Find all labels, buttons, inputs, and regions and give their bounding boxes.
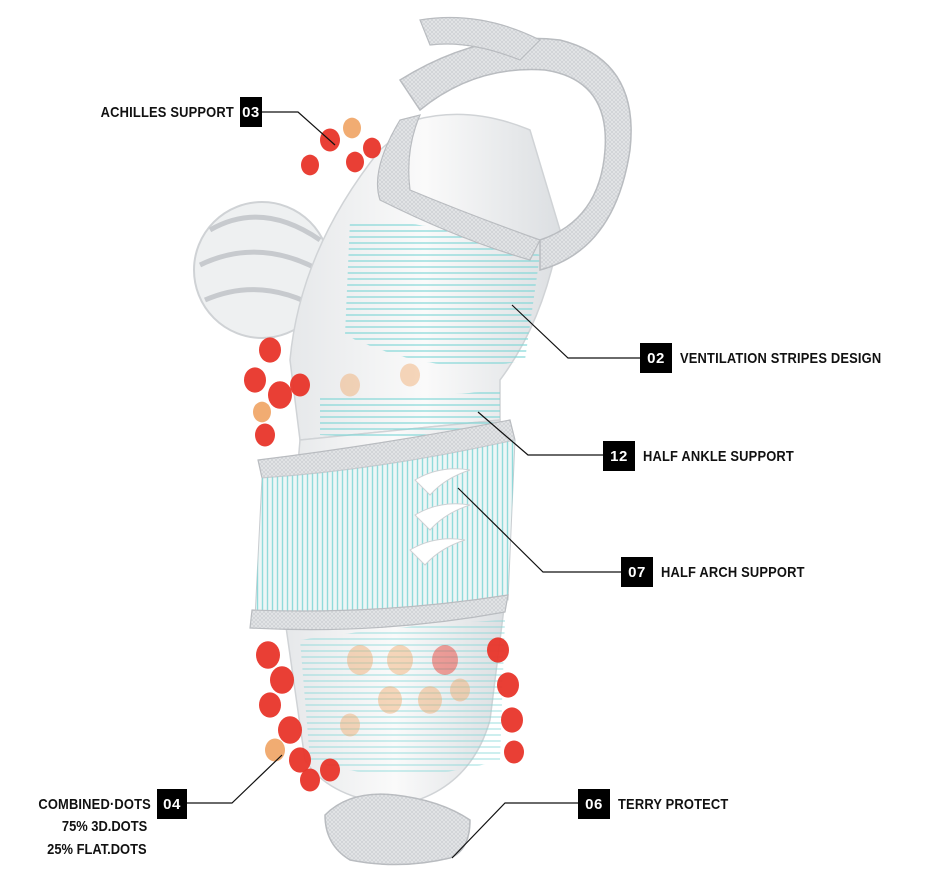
support-dot [432,645,458,675]
support-dot [501,707,523,733]
callout-half-arch: 07 HALF ARCH SUPPORT [621,557,828,587]
callout-badge: 04 [156,789,187,819]
leader-line-12 [477,411,603,456]
support-dot [270,666,294,694]
callout-label: VENTILATION STRIPES DESIGN [680,349,882,367]
support-dot [278,716,302,744]
support-dot [301,154,319,176]
brand-chevrons-icon [409,468,471,566]
support-dot [400,363,420,387]
toe-cap [324,793,471,866]
support-dot [259,692,281,718]
support-dot [346,151,364,173]
support-dot [265,738,285,762]
callout-badge: 03 [239,97,262,127]
callout-ventilation: 02 VENTILATION STRIPES DESIGN [640,343,914,373]
callout-label: HALF ARCH SUPPORT [661,563,805,581]
leader-line-02 [511,304,640,359]
leader-line-04 [187,754,283,804]
support-dot [347,645,373,675]
callout-badge: 12 [603,441,635,471]
support-dot [418,686,442,714]
ventilation-stripes [345,220,540,367]
callout-subline: 75% 3D.DOTS [61,818,147,835]
support-dot [378,686,402,714]
support-dot [450,678,470,702]
support-dot [259,337,281,363]
support-dot [289,747,311,773]
callout-label: HALF ANKLE SUPPORT [643,447,794,465]
support-dot [340,713,360,737]
leader-line-07 [457,487,621,573]
callout-achilles: ACHILLES SUPPORT 03 [79,97,262,127]
support-dot [343,117,361,139]
support-dot [300,768,320,792]
callout-half-ankle: 12 HALF ANKLE SUPPORT [603,441,819,471]
callout-label: ACHILLES SUPPORT [100,103,234,121]
callout-label: COMBINED·DOTS [38,795,151,813]
support-dot [320,758,340,782]
combined-dots [244,117,524,792]
support-dot [268,381,292,409]
support-dot [340,373,360,397]
leader-line-06 [451,802,578,859]
callout-subline: 25% FLAT.DOTS [47,841,147,858]
support-dot [363,137,381,159]
ankle-band [249,419,516,631]
support-dot [253,401,271,423]
support-dot [497,672,519,698]
support-dot [256,641,280,669]
callout-combined-dots: COMBINED·DOTS 04 [20,789,187,819]
top-spiral-band [376,16,632,271]
callout-badge: 07 [621,557,653,587]
support-dot [244,367,266,393]
leader-line-03 [262,111,336,146]
support-dot [504,740,524,764]
support-dot [255,423,275,447]
callout-badge: 02 [640,343,672,373]
support-dot [487,637,509,663]
support-dot [387,645,413,675]
callout-label: TERRY PROTECT [618,795,729,813]
leader-lines [187,111,640,859]
callout-terry-protect: 06 TERRY PROTECT [578,789,746,819]
callout-badge: 06 [578,789,610,819]
support-dot [290,373,310,397]
